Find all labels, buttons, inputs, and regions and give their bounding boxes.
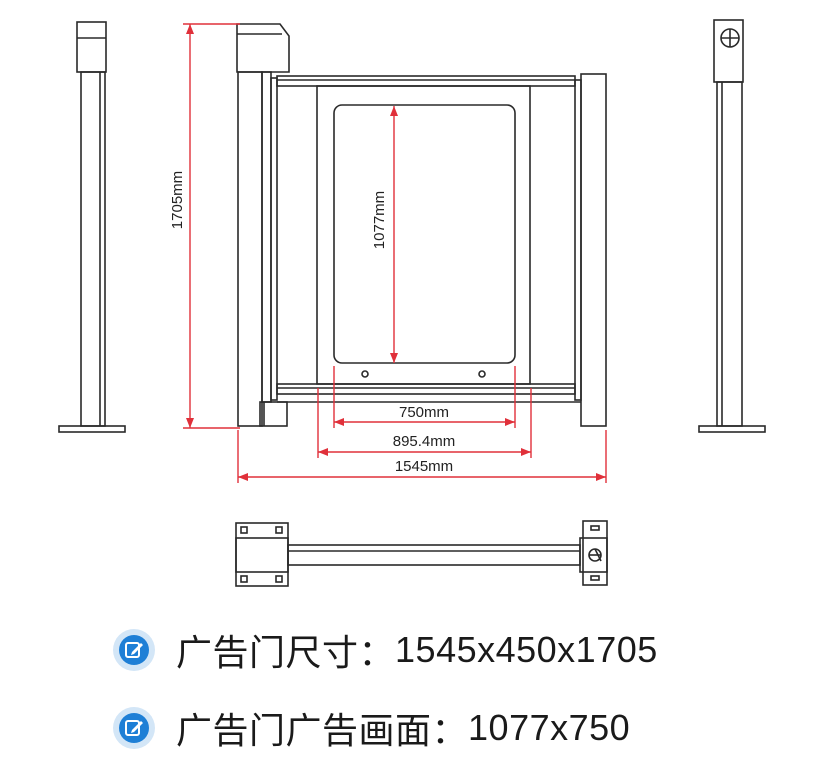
right-side-view-post	[698, 19, 766, 433]
left-side-view-post	[58, 21, 126, 433]
spec-value-gate-size: 1545x450x1705	[395, 629, 658, 670]
dimension-height-total: 1705mm	[169, 171, 186, 229]
spec-separator: ：	[358, 632, 396, 673]
edit-icon	[113, 629, 155, 671]
gate-front-view	[236, 23, 607, 427]
spec-label-ad-image-size: 广告门广告画面	[176, 710, 432, 751]
spec-row-ad-image-size: 广告门广告画面 ： 1077x750	[112, 704, 630, 752]
dimension-opening-width: 895.4mm	[393, 433, 456, 450]
edit-icon	[113, 707, 155, 749]
gate-top-view	[235, 520, 608, 587]
dimension-screen-height: 1077mm	[371, 191, 388, 249]
spec-label-gate-size: 广告门尺寸	[176, 632, 359, 673]
gate-technical-drawing: 1705mm 1077mm 750mm 895.4mm 1545mm	[58, 19, 766, 587]
spec-value-ad-image-size: 1077x750	[468, 707, 631, 748]
spec-row-gate-size: 广告门尺寸 ： 1545x450x1705	[112, 626, 658, 674]
spec-separator: ：	[431, 710, 469, 751]
dimension-overall-width: 1545mm	[395, 458, 453, 475]
dimension-screen-width: 750mm	[399, 404, 449, 421]
